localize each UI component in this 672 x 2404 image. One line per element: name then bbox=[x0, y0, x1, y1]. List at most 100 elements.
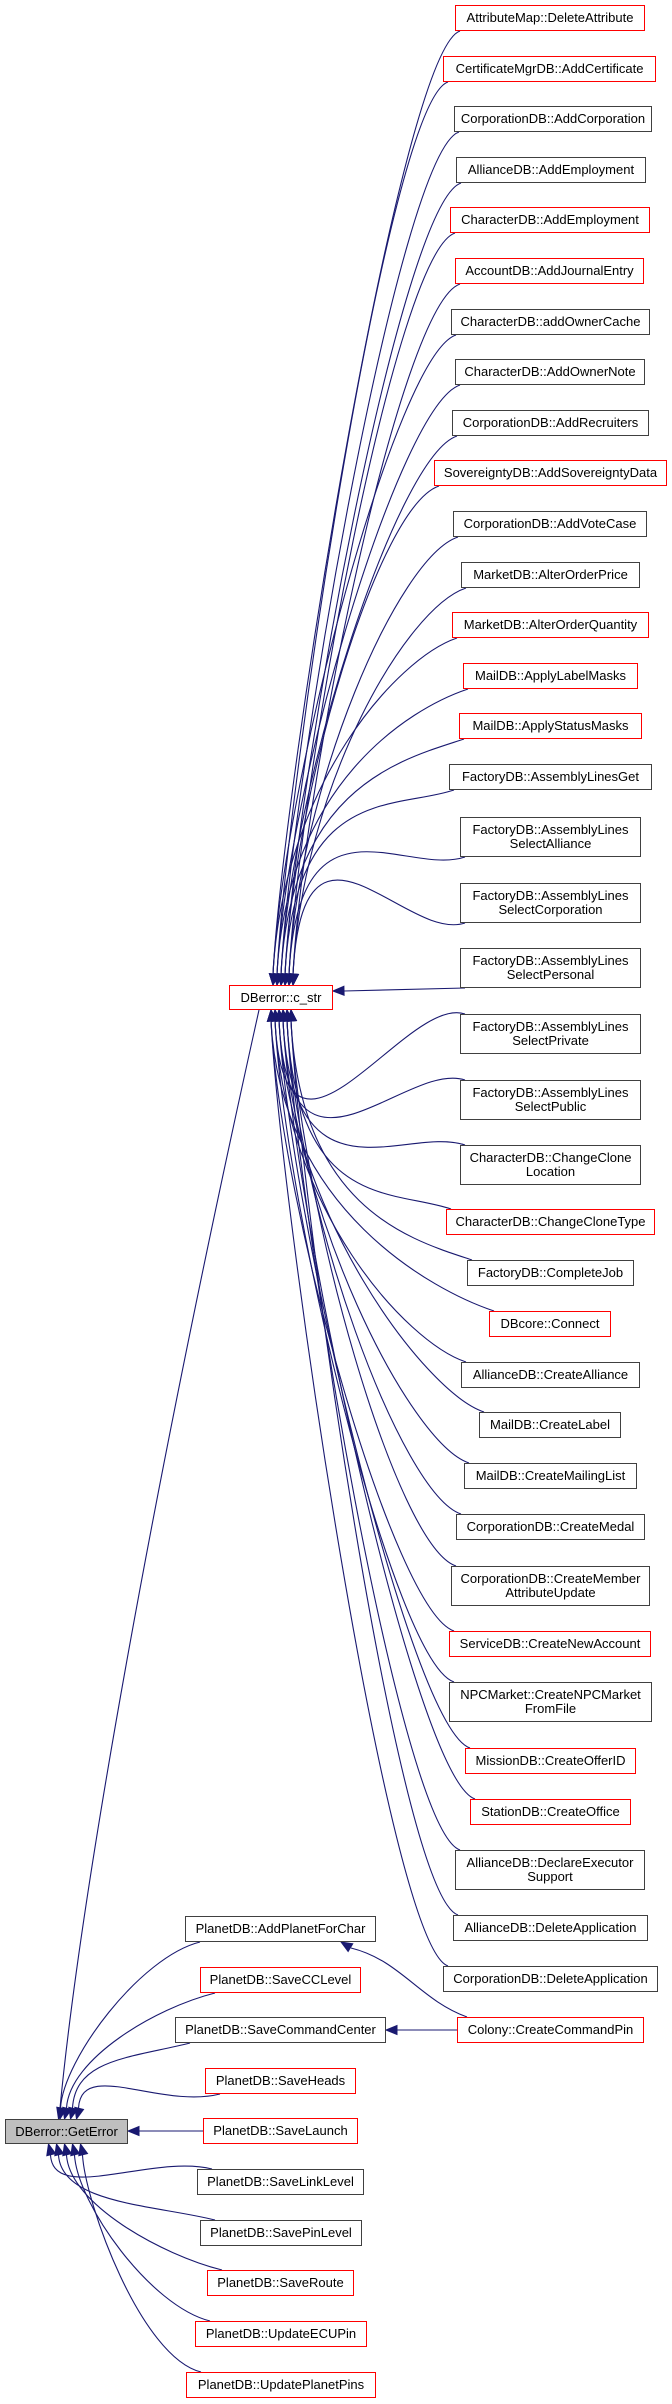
function-node[interactable]: NPCMarket::CreateNPCMarket FromFile bbox=[449, 1682, 652, 1722]
node-label: DBerror::GetError bbox=[15, 2123, 118, 2139]
call-edge bbox=[73, 2154, 211, 2322]
node-label: FactoryDB::AssemblyLines SelectPrivate bbox=[472, 1019, 629, 1048]
call-edge bbox=[278, 1020, 466, 1119]
call-edge bbox=[282, 1020, 466, 1148]
function-node[interactable]: MailDB::CreateLabel bbox=[479, 1412, 621, 1438]
node-label: CorporationDB::CreateMedal bbox=[466, 1519, 635, 1534]
function-node[interactable]: FactoryDB::AssemblyLines SelectPrivate bbox=[460, 1014, 641, 1054]
call-edge bbox=[278, 1020, 471, 1749]
node-label: PlanetDB::SaveHeads bbox=[215, 2073, 346, 2088]
node-label: CharacterDB::AddEmployment bbox=[461, 212, 639, 227]
function-node[interactable]: PlanetDB::SaveLaunch bbox=[203, 2118, 358, 2144]
function-node[interactable]: MarketDB::AlterOrderPrice bbox=[461, 562, 640, 588]
call-edge bbox=[49, 2154, 213, 2178]
function-node[interactable]: AccountDB::AddJournalEntry bbox=[455, 258, 644, 284]
arrowhead bbox=[54, 2142, 65, 2157]
call-edge bbox=[276, 688, 469, 975]
function-node[interactable]: PlanetDB::SaveRoute bbox=[207, 2270, 354, 2296]
node-label: PlanetDB::SavePinLevel bbox=[210, 2225, 352, 2240]
node-label: AccountDB::AddJournalEntry bbox=[465, 263, 634, 278]
root-node-geterror: DBerror::GetError bbox=[5, 2119, 128, 2144]
call-edge bbox=[59, 1941, 201, 2109]
call-edge bbox=[270, 1020, 449, 1967]
arrowhead bbox=[339, 1941, 354, 1953]
function-node[interactable]: CorporationDB::AddCorporation bbox=[454, 106, 652, 132]
function-node[interactable]: CharacterDB::ChangeCloneType bbox=[446, 1209, 655, 1235]
node-label: FactoryDB::AssemblyLines SelectPublic bbox=[472, 1085, 629, 1114]
node-label: ServiceDB::CreateNewAccount bbox=[459, 1636, 641, 1651]
function-node[interactable]: AllianceDB::DeleteApplication bbox=[453, 1915, 648, 1941]
function-node[interactable]: SovereigntyDB::AddSovereigntyData bbox=[434, 460, 667, 486]
call-edge bbox=[65, 2154, 223, 2271]
function-node[interactable]: MailDB::ApplyLabelMasks bbox=[463, 663, 638, 689]
function-node[interactable]: FactoryDB::CompleteJob bbox=[467, 1260, 634, 1286]
function-node[interactable]: AttributeMap::DeleteAttribute bbox=[455, 5, 645, 31]
function-node[interactable]: FactoryDB::AssemblyLines SelectPersonal bbox=[460, 948, 641, 988]
function-node[interactable]: PlanetDB::SavePinLevel bbox=[200, 2220, 362, 2246]
function-node[interactable]: PlanetDB::UpdatePlanetPins bbox=[186, 2372, 376, 2398]
function-node[interactable]: FactoryDB::AssemblyLines SelectCorporati… bbox=[460, 883, 641, 923]
arrowhead bbox=[126, 2125, 140, 2137]
call-edge bbox=[59, 1009, 260, 2109]
call-edge bbox=[290, 1020, 457, 1567]
node-label: AllianceDB::DeleteApplication bbox=[464, 1920, 637, 1935]
function-node[interactable]: PlanetDB::UpdateECUPin bbox=[195, 2321, 367, 2347]
function-node[interactable]: MailDB::CreateMailingList bbox=[464, 1463, 637, 1489]
function-node[interactable]: CorporationDB::AddRecruiters bbox=[452, 410, 649, 436]
function-node[interactable]: FactoryDB::AssemblyLinesGet bbox=[449, 764, 652, 790]
call-edge bbox=[57, 2154, 216, 2221]
function-node[interactable]: CharacterDB::ChangeClone Location bbox=[460, 1145, 641, 1185]
node-label: MailDB::CreateLabel bbox=[490, 1417, 610, 1432]
call-edge bbox=[288, 232, 456, 975]
function-node[interactable]: PlanetDB::SaveCCLevel bbox=[200, 1967, 361, 1993]
arrowhead bbox=[331, 985, 345, 996]
call-edge bbox=[292, 283, 461, 975]
node-label: MarketDB::AlterOrderPrice bbox=[473, 567, 628, 582]
function-node[interactable]: CorporationDB::AddVoteCase bbox=[453, 511, 647, 537]
function-node[interactable]: MarketDB::AlterOrderQuantity bbox=[452, 612, 649, 638]
arrowhead bbox=[384, 2024, 398, 2036]
function-node[interactable]: PlanetDB::AddPlanetForChar bbox=[185, 1916, 376, 1942]
function-node[interactable]: FactoryDB::AssemblyLines SelectAlliance bbox=[460, 817, 641, 857]
call-edge bbox=[270, 1020, 455, 1632]
function-node[interactable]: AllianceDB::AddEmployment bbox=[456, 157, 646, 183]
function-node[interactable]: CertificateMgrDB::AddCertificate bbox=[443, 56, 656, 82]
node-label: FactoryDB::AssemblyLinesGet bbox=[461, 769, 639, 784]
function-node[interactable]: PlanetDB::SaveCommandCenter bbox=[175, 2017, 386, 2043]
hub-node-c-str[interactable]: DBerror::c_str bbox=[229, 985, 333, 1010]
function-node[interactable]: AllianceDB::DeclareExecutor Support bbox=[455, 1850, 645, 1890]
node-label: CorporationDB::DeleteApplication bbox=[453, 1971, 648, 1986]
node-label: CorporationDB::AddRecruiters bbox=[462, 415, 639, 430]
function-node[interactable]: Colony::CreateCommandPin bbox=[457, 2017, 644, 2043]
call-edge bbox=[284, 182, 462, 975]
function-node[interactable]: FactoryDB::AssemblyLines SelectPublic bbox=[460, 1080, 641, 1120]
call-edge bbox=[350, 1947, 468, 2018]
call-edge bbox=[274, 1020, 455, 1683]
function-node[interactable]: CorporationDB::DeleteApplication bbox=[443, 1966, 658, 1992]
function-node[interactable]: CharacterDB::addOwnerCache bbox=[451, 309, 650, 335]
node-label: CharacterDB::ChangeCloneType bbox=[455, 1214, 646, 1229]
function-node[interactable]: AllianceDB::CreateAlliance bbox=[461, 1362, 640, 1388]
function-node[interactable]: CorporationDB::CreateMember AttributeUpd… bbox=[451, 1566, 650, 1606]
call-edge bbox=[274, 1012, 466, 1100]
function-node[interactable]: MailDB::ApplyStatusMasks bbox=[459, 713, 642, 739]
function-node[interactable]: StationDB::CreateOffice bbox=[470, 1799, 631, 1825]
arrowhead bbox=[74, 2106, 85, 2121]
call-edge bbox=[284, 485, 440, 975]
function-node[interactable]: DBcore::Connect bbox=[489, 1311, 611, 1337]
function-node[interactable]: PlanetDB::SaveLinkLevel bbox=[197, 2169, 364, 2195]
function-node[interactable]: ServiceDB::CreateNewAccount bbox=[449, 1631, 651, 1657]
function-node[interactable]: CorporationDB::CreateMedal bbox=[456, 1514, 645, 1540]
node-label: PlanetDB::SaveLinkLevel bbox=[207, 2174, 354, 2189]
arrowhead bbox=[78, 2142, 89, 2157]
function-node[interactable]: PlanetDB::SaveHeads bbox=[205, 2068, 356, 2094]
node-label: DBcore::Connect bbox=[500, 1316, 600, 1331]
node-label: CharacterDB::ChangeClone Location bbox=[469, 1150, 632, 1179]
call-edge bbox=[81, 2154, 202, 2373]
function-node[interactable]: CharacterDB::AddOwnerNote bbox=[455, 359, 645, 385]
function-node[interactable]: MissionDB::CreateOfferID bbox=[465, 1748, 636, 1774]
call-edge bbox=[286, 1020, 461, 1851]
call-edge bbox=[292, 587, 467, 975]
arrowhead bbox=[288, 973, 300, 987]
function-node[interactable]: CharacterDB::AddEmployment bbox=[450, 207, 650, 233]
